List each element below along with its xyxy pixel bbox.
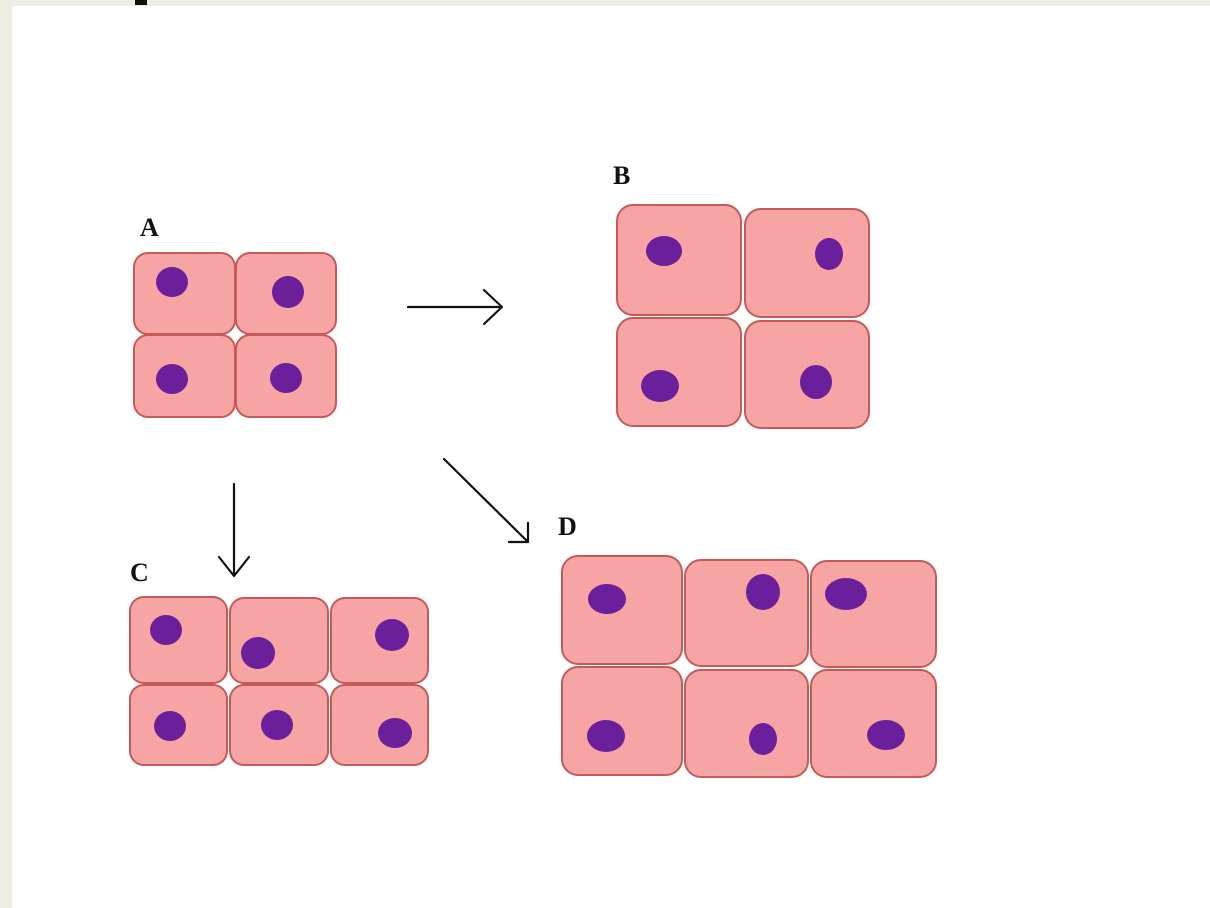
nucleus [815,238,843,270]
nucleus [378,718,412,748]
nucleus [749,723,777,755]
panel-label-d: D [558,512,577,541]
panel-label-b: B [613,161,630,190]
cell [230,598,328,683]
nucleus [641,370,679,402]
nucleus [154,711,186,741]
cell [745,209,869,317]
nucleus [272,276,304,308]
nucleus [156,364,188,394]
nucleus [375,619,409,651]
nucleus [156,267,188,297]
cell [685,670,808,777]
cell [134,253,235,334]
panel-d [562,556,936,777]
nucleus [746,574,780,610]
top-border-strip [0,0,1210,6]
nucleus [825,578,867,610]
nucleus [588,584,626,614]
nucleus [241,637,275,669]
cell [562,556,682,664]
cropped-top-mark [135,0,147,5]
cell [685,560,808,666]
cell [130,597,227,683]
cell [811,670,936,777]
panel-c [130,597,428,765]
cell [562,667,682,775]
panel-label-a: A [140,213,159,242]
cell [617,205,741,315]
nucleus [261,710,293,740]
cell [811,561,936,667]
cell [617,318,741,426]
nucleus [270,363,302,393]
nucleus [646,236,682,266]
cell [331,685,428,765]
nucleus [150,615,182,645]
nucleus [800,365,832,399]
panel-label-c: C [130,558,149,587]
nucleus [867,720,905,750]
left-border-strip [0,0,12,908]
nucleus [587,720,625,752]
